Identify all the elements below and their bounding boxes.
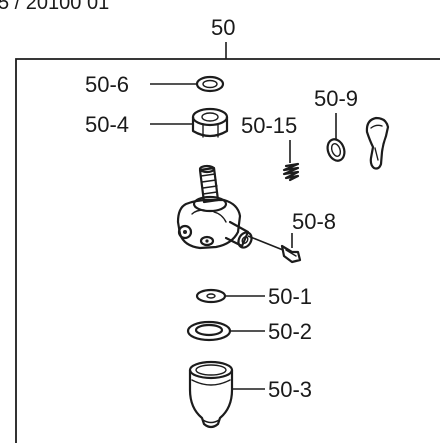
part-50-1-gasket bbox=[195, 288, 227, 304]
callout-50-6: 50-6 bbox=[85, 72, 129, 97]
callout-50-2: 50-2 bbox=[268, 319, 312, 344]
part-50-9-oring bbox=[326, 138, 346, 162]
assembly-frame bbox=[15, 58, 440, 443]
part-50-15-spring bbox=[282, 162, 300, 182]
leader-screw-axis bbox=[247, 235, 284, 251]
callout-50-4: 50-4 bbox=[85, 112, 129, 137]
part-50-4-nut bbox=[191, 107, 229, 138]
part-fuel-cock-body bbox=[176, 164, 253, 250]
callout-50-9: 50-9 bbox=[314, 86, 358, 111]
part-50-8-screw bbox=[280, 244, 302, 264]
part-cock-lever-handle bbox=[365, 116, 390, 170]
header-partial-code: 5 / 20100 01 bbox=[0, 0, 109, 14]
part-50-2-oring bbox=[186, 320, 232, 342]
callout-50-15: 50-15 bbox=[241, 113, 297, 138]
part-50-6-washer bbox=[195, 75, 225, 93]
callout-50-1: 50-1 bbox=[268, 284, 312, 309]
part-50-3-cup bbox=[188, 360, 234, 429]
callout-50-8: 50-8 bbox=[292, 209, 336, 234]
callout-50-3: 50-3 bbox=[268, 377, 312, 402]
main-callout-50: 50 bbox=[211, 15, 235, 40]
